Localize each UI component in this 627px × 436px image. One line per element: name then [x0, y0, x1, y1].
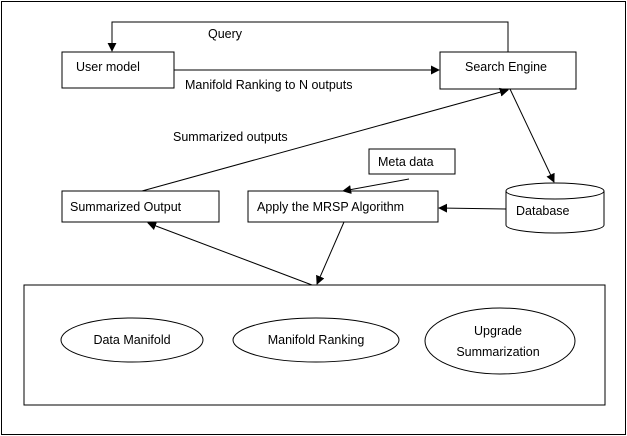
- apply-mrsp-label: Apply the MRSP Algorithm: [257, 200, 404, 214]
- manifold-ranking-n-outputs-label: Manifold Ranking to N outputs: [185, 78, 352, 92]
- summarized-output-label: Summarized Output: [70, 200, 182, 214]
- database-label: Database: [516, 204, 570, 218]
- user-model-label: User model: [76, 60, 140, 74]
- bottom-container: [23, 284, 606, 406]
- database-node: Database: [505, 182, 605, 234]
- summarized-output-node: Summarized Output: [61, 190, 220, 223]
- container-to-summarized-output-arrow: [147, 221, 313, 286]
- upgrade-summarization-node: Upgrade Summarization: [424, 307, 576, 375]
- search-engine-label: Search Engine: [465, 60, 547, 74]
- upgrade-summarization-label-line2: Summarization: [456, 345, 539, 359]
- query-arrow: [107, 21, 509, 52]
- metadata-to-mrsp-arrow: [342, 178, 410, 194]
- user-model-node: User model: [61, 51, 175, 89]
- apply-mrsp-node: Apply the MRSP Algorithm: [247, 190, 439, 223]
- meta-data-label: Meta data: [378, 155, 434, 169]
- manifold-ranking-node: Manifold Ranking: [232, 317, 400, 363]
- data-manifold-label: Data Manifold: [93, 333, 170, 347]
- upgrade-summarization-label-line1: Upgrade: [474, 324, 522, 338]
- summarized-outputs-label: Summarized outputs: [173, 130, 288, 144]
- mrsp-to-container-arrow: [316, 221, 345, 285]
- summarized-outputs-arrow: [141, 87, 509, 192]
- manifold-ranking-label: Manifold Ranking: [268, 333, 365, 347]
- meta-data-node: Meta data: [368, 148, 456, 175]
- database-to-mrsp-arrow: [438, 203, 507, 213]
- query-label: Query: [208, 27, 243, 41]
- search-to-database-arrow: [509, 88, 555, 183]
- search-engine-node: Search Engine: [439, 51, 577, 90]
- data-manifold-node: Data Manifold: [60, 317, 204, 363]
